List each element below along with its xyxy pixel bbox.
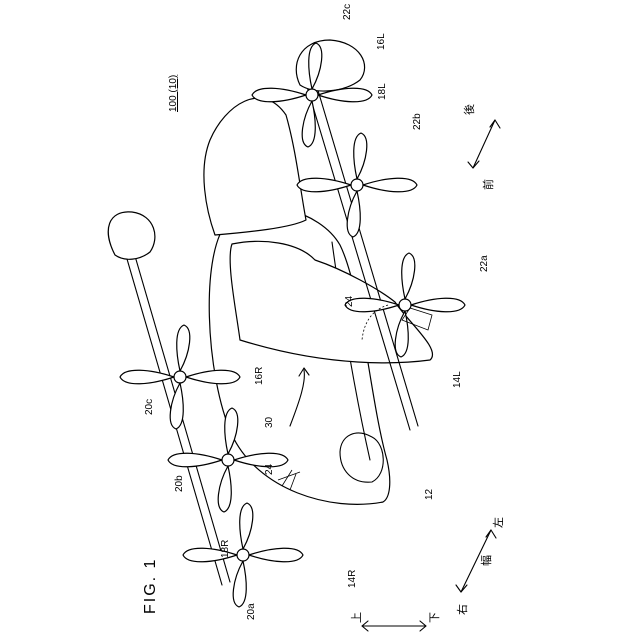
left-right-indicator: 右 幅 左 — [455, 517, 505, 615]
right-wing — [204, 98, 306, 235]
label-rotor-left-rear: 22c — [342, 4, 353, 20]
label-right: 右 — [455, 604, 469, 615]
front-rear-indicator: 前 後 — [462, 104, 500, 190]
label-down: 下 — [428, 612, 441, 623]
label-right-boom-rear: 16R — [254, 367, 265, 385]
label-left-boom-rear: 16L — [376, 33, 387, 50]
label-width: 幅 — [480, 555, 493, 566]
label-up: 上 — [350, 612, 363, 623]
drawing-label: 100 (10) — [168, 75, 179, 112]
label-rotor-left-mid: 22b — [412, 113, 423, 130]
label-rotation-arrow: 30 — [264, 416, 275, 428]
label-rotor-left-front: 22a — [479, 255, 490, 272]
label-left: 左 — [492, 517, 505, 528]
label-arm-right: 24 — [264, 463, 275, 475]
label-arm-left: 24 — [344, 295, 355, 307]
figure-title: FIG. 1 — [142, 558, 159, 614]
label-rotor-right-front: 20a — [246, 603, 257, 620]
label-right-boom-front: 18R — [220, 540, 231, 558]
label-fuselage: 12 — [424, 488, 435, 500]
label-left-wing: 14L — [452, 371, 463, 388]
label-right-wing: 14R — [347, 570, 358, 588]
up-down-indicator: 上 下 — [350, 612, 441, 631]
label-rotor-right-rear: 20c — [144, 399, 155, 415]
right-tail-plate — [108, 212, 155, 259]
rotor-right-front — [183, 503, 303, 607]
label-left-boom-front: 18L — [377, 83, 388, 100]
label-rotor-right-mid: 20b — [174, 475, 185, 492]
label-rear: 後 — [462, 104, 476, 115]
label-front: 前 — [481, 179, 495, 190]
figure-rotated: FIG. 1 100 (10) — [108, 4, 505, 631]
left-tail-plate — [296, 40, 364, 91]
